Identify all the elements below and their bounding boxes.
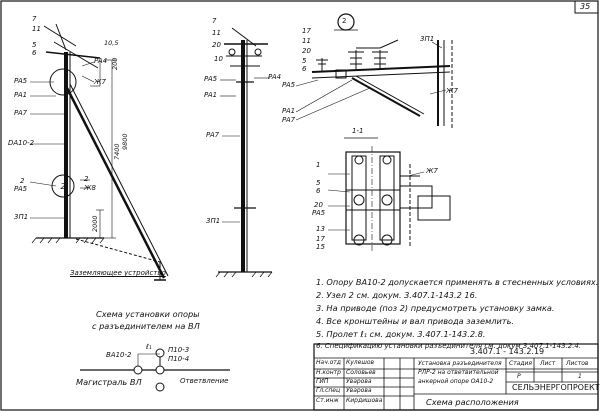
name-1: Кулешов xyxy=(346,359,375,366)
note-4: 4. Все кронштейны и вал привода заземлит… xyxy=(316,316,514,326)
sheet-header: Лист xyxy=(540,360,556,367)
label-zh7-left: Ж7 xyxy=(94,78,106,86)
label-7-left: 7 xyxy=(32,15,37,23)
ground-device-label: Заземляющее устройство xyxy=(70,269,166,277)
detail-circle-number: 2 xyxy=(342,17,347,25)
label-pa5-section: PA5 xyxy=(312,209,326,217)
scheme-title-line1: Схема установки опоры xyxy=(96,309,200,319)
scheme-support-p10-4: П10-4 xyxy=(168,355,190,363)
role-4: Гл.спец xyxy=(316,387,341,394)
org-name: СЕЛЬЭНЕРГОПРОЕКТ xyxy=(512,383,600,392)
label-10-mid: 10 xyxy=(214,55,223,63)
scheme-title-line2: с разъединителем на ВЛ xyxy=(92,321,200,331)
name-5: Кирдишова xyxy=(346,397,383,404)
description-line-1: Установка разъединителя xyxy=(418,360,502,367)
name-2: Соловьев xyxy=(346,369,376,376)
middle-pole-drawing xyxy=(215,27,273,278)
dim-2000: 2000 xyxy=(91,215,99,232)
label-pa5-left: PA5 xyxy=(14,77,28,85)
label-5-section: 5 xyxy=(316,179,321,187)
note-3: 3. На приводе (поз 2) предусмотреть уста… xyxy=(316,303,555,313)
label-pa5-detail: PA5 xyxy=(282,81,296,89)
label-11-left: 11 xyxy=(32,25,41,33)
label-pa5b-left: PA5 xyxy=(14,185,28,193)
label-3p1-mid: 3П1 xyxy=(206,217,221,225)
stage-value: Р xyxy=(517,373,521,380)
stage-header: Стадия xyxy=(509,360,533,367)
label-5-left: 5 xyxy=(32,41,37,49)
drawing-name: Схема расположения xyxy=(426,397,519,407)
label-6-left: 6 xyxy=(32,49,37,57)
label-pa5-mid: PA5 xyxy=(204,75,218,83)
description-line-3: анкерной опоре ОА10-2 xyxy=(418,378,494,385)
label-pa1-mid: PA1 xyxy=(204,91,218,99)
label-17-section: 17 xyxy=(316,235,325,243)
label-pa7-detail: PA7 xyxy=(282,116,296,124)
role-2: Н.контр xyxy=(316,369,341,376)
label-2-left: 2 xyxy=(20,177,25,185)
label-11-detail: 11 xyxy=(302,37,311,45)
label-pa1-left: PA1 xyxy=(14,91,28,99)
sheets-header: Листов xyxy=(566,360,589,367)
label-da10-left: DA10-2 xyxy=(8,139,35,147)
label-1-section: 1 xyxy=(316,161,321,169)
description-line-2: РЛР-2 на ответвительной xyxy=(418,369,499,376)
label-zh7-detail: Ж7 xyxy=(446,87,458,95)
label-11-mid: 11 xyxy=(212,29,221,37)
scheme-l1: ℓ₁ xyxy=(146,343,152,351)
label-7-mid: 7 xyxy=(212,17,217,25)
label-17-detail: 17 xyxy=(302,27,311,35)
page-number-box xyxy=(574,0,599,14)
section-title: 1-1 xyxy=(352,127,364,135)
installation-scheme-drawing xyxy=(80,348,230,392)
dim-200: 200 xyxy=(111,57,119,70)
scheme-branch: Ответвление xyxy=(180,377,229,385)
label-zh8-left: Ж8 xyxy=(84,184,96,192)
name-4: Уварова xyxy=(346,387,372,394)
label-pa4-mid: PA4 xyxy=(268,73,282,81)
label-zh7-section: Ж7 xyxy=(426,167,438,175)
role-3: ГИП xyxy=(316,378,329,385)
label-pa7-mid: PA7 xyxy=(206,131,220,139)
label-6-detail: 6 xyxy=(302,65,307,73)
label-20-mid: 20 xyxy=(212,41,221,49)
title-block-frame xyxy=(313,343,599,411)
label-2b-left: 2 xyxy=(84,175,89,183)
detail-node-drawing xyxy=(295,13,453,130)
note-2: 2. Узел 2 см. докум. 3.407.1-143.2 16. xyxy=(316,290,478,300)
note-6: 6. Спецификацию установки разъединителя … xyxy=(316,342,582,350)
scheme-support-p10-3: П10-3 xyxy=(168,346,190,354)
label-pa1-detail: PA1 xyxy=(282,107,296,115)
label-15-section: 15 xyxy=(316,243,325,251)
svg-text:2: 2 xyxy=(60,182,65,191)
label-20-section: 20 xyxy=(314,201,323,209)
dim-10-5: 10,5 xyxy=(104,39,119,47)
label-13-section: 13 xyxy=(316,225,325,233)
note-5: 5. Пролет ℓ₁ см. докум. 3.407.1-143.2.8. xyxy=(316,329,486,339)
dim-9800: 9800 xyxy=(121,133,129,150)
left-pole-drawing: 2 xyxy=(29,23,169,281)
label-3p1-detail: 3П1 xyxy=(420,35,435,43)
page-number: 35 xyxy=(580,2,591,11)
dim-7400: 7400 xyxy=(113,143,121,160)
label-6-section: 6 xyxy=(316,187,321,195)
note-1: 1. Опору ВА10-2 допускается применять в … xyxy=(316,277,599,287)
label-20-detail: 20 xyxy=(302,47,311,55)
sheets-value: 1 xyxy=(578,373,582,380)
label-pa7-left: PA7 xyxy=(14,109,28,117)
role-5: Ст.инж xyxy=(316,397,339,404)
name-3: Уварова xyxy=(346,378,372,385)
section-1-1-drawing xyxy=(327,137,451,252)
scheme-support-va10: ВА10-2 xyxy=(106,351,132,359)
doc-code: 3.407.1 - 143.2.19 xyxy=(470,347,545,356)
role-1: Нач.отд xyxy=(316,359,341,366)
label-pa4-left: PA4 xyxy=(94,57,108,65)
label-5-detail: 5 xyxy=(302,57,307,65)
label-3p1-left: 3П1 xyxy=(14,213,29,221)
scheme-mainline: Магистраль ВЛ xyxy=(76,377,142,387)
